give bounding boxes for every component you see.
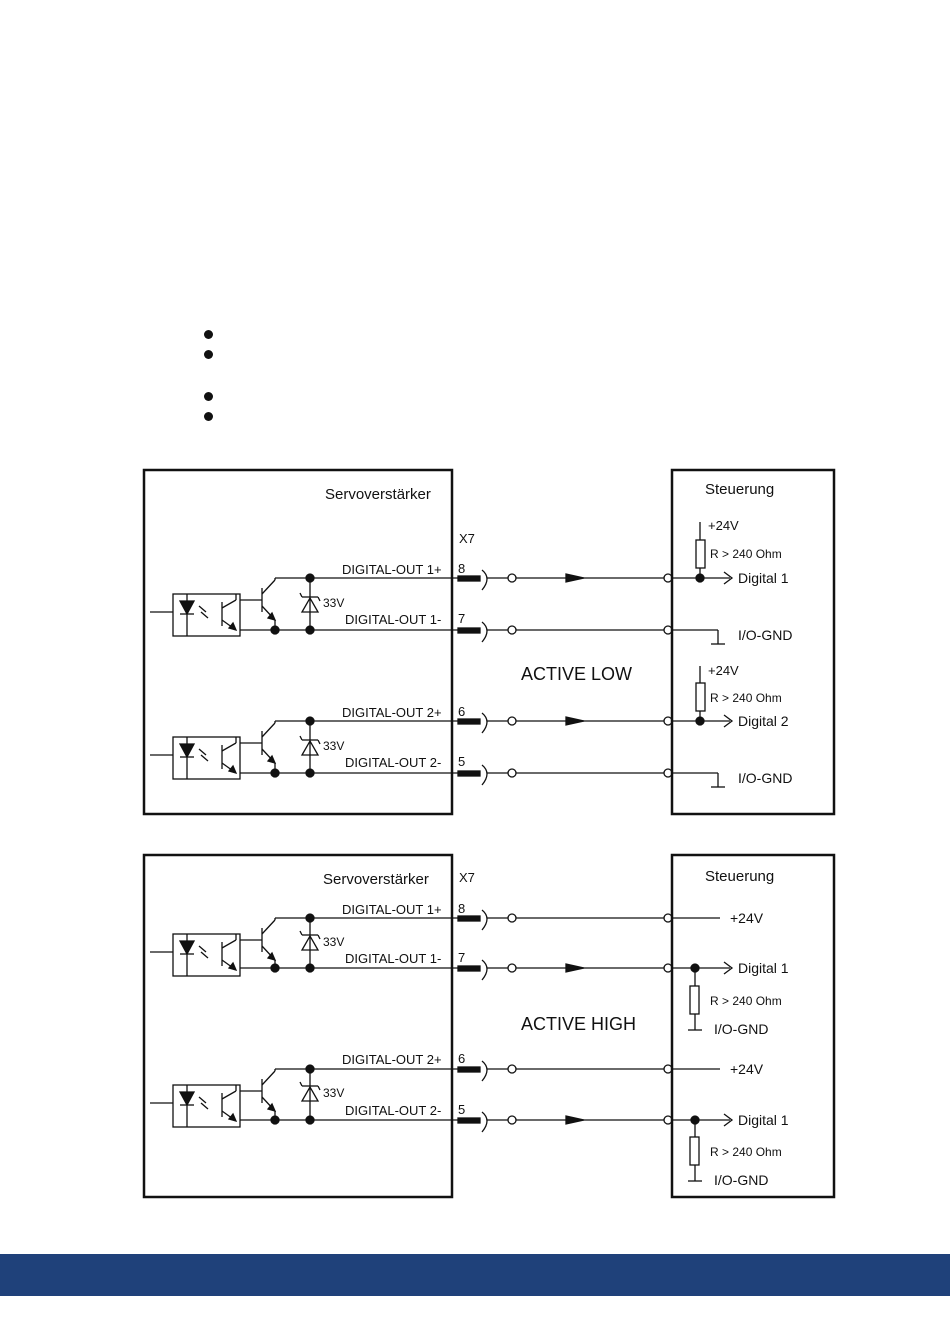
pin-contact [457, 1066, 481, 1073]
out-minus-label: DIGITAL-OUT 2- [345, 755, 441, 770]
bullet-marker [204, 392, 213, 401]
out-plus-label: DIGITAL-OUT 2+ [342, 1052, 442, 1067]
pulldown-resistor [689, 1136, 700, 1166]
supply-label: +24V [708, 518, 739, 533]
pin-contact [457, 770, 481, 777]
pin-contact [457, 627, 481, 634]
out-plus-label: DIGITAL-OUT 2+ [342, 705, 442, 720]
zener-label: 33V [323, 739, 344, 753]
zener-label: 33V [323, 596, 344, 610]
connector-label: X7 [459, 870, 475, 885]
pin-contact [457, 915, 481, 922]
led-diode-icon [178, 600, 196, 616]
ctrl-title: Steuerung [705, 481, 774, 498]
zener-diode-icon [300, 934, 320, 951]
supply-label: +24V [730, 1061, 764, 1077]
pin-contact [457, 718, 481, 725]
optocoupler [172, 593, 241, 637]
out-plus-label: DIGITAL-OUT 1+ [342, 902, 442, 917]
diagram-active-low: Servoverstärker Steuerung X7 ACTIVE LOW [142, 468, 836, 816]
resistor-label: R > 240 Ohm [710, 1145, 782, 1159]
pullup-resistor [695, 539, 706, 569]
ctrl-title: Steuerung [705, 868, 774, 885]
out-minus-label: DIGITAL-OUT 2- [345, 1103, 441, 1118]
pin-number: 7 [458, 950, 465, 965]
input-label: Digital 1 [738, 960, 789, 976]
pin-contact [457, 965, 481, 972]
mode-label: ACTIVE HIGH [521, 1014, 636, 1034]
connector-label: X7 [459, 531, 475, 546]
led-diode-icon [178, 940, 196, 956]
out-minus-label: DIGITAL-OUT 1- [345, 951, 441, 966]
output-channel-2: 33V DIGITAL-OUT 2+ 6 DIGITAL-OUT 2- 5 +2… [150, 1051, 789, 1188]
servo-amplifier-box [142, 853, 454, 1199]
controller-box [670, 468, 836, 816]
pin-contact [457, 575, 481, 582]
resistor-label: R > 240 Ohm [710, 691, 782, 705]
led-diode-icon [178, 743, 196, 759]
pulldown-resistor [689, 985, 700, 1015]
amp-title: Servoverstärker [323, 871, 429, 888]
pin-number: 8 [458, 561, 465, 576]
pin-number: 7 [458, 611, 465, 626]
zener-diode-icon [300, 1085, 320, 1102]
pin-number: 6 [458, 704, 465, 719]
zener-diode-icon [300, 739, 320, 756]
output-channel-1: 33V DIGITAL-OUT 1+ 8 DIGITAL-OUT 1- 7 +2… [150, 901, 789, 1037]
pin-number: 5 [458, 754, 465, 769]
mode-label: ACTIVE LOW [521, 664, 632, 684]
input-label: Digital 1 [738, 570, 789, 586]
input-label: Digital 2 [738, 713, 789, 729]
bullet-marker [204, 350, 213, 359]
output-channel-1: 33V DIGITAL-OUT 1+ 8 DIGITAL-OUT 1- 7 +2… [150, 518, 792, 645]
pin-number: 6 [458, 1051, 465, 1066]
input-label: Digital 1 [738, 1112, 789, 1128]
resistor-label: R > 240 Ohm [710, 547, 782, 561]
supply-label: +24V [708, 663, 739, 678]
led-diode-icon [178, 1091, 196, 1107]
pullup-resistor [695, 682, 706, 712]
optocoupler [172, 736, 241, 780]
optocoupler [172, 933, 241, 977]
gnd-label: I/O-GND [738, 627, 792, 643]
bullet-marker [204, 330, 213, 339]
pin-number: 8 [458, 901, 465, 916]
out-minus-label: DIGITAL-OUT 1- [345, 612, 441, 627]
amp-title: Servoverstärker [325, 486, 431, 503]
zener-diode-icon [300, 596, 320, 613]
servo-amplifier-box [142, 468, 454, 816]
gnd-label: I/O-GND [714, 1172, 768, 1188]
gnd-label: I/O-GND [714, 1021, 768, 1037]
zener-label: 33V [323, 1086, 344, 1100]
footer-bar [0, 1254, 950, 1296]
controller-box [670, 853, 836, 1199]
pin-contact [457, 1117, 481, 1124]
zener-label: 33V [323, 935, 344, 949]
pin-number: 5 [458, 1102, 465, 1117]
resistor-label: R > 240 Ohm [710, 994, 782, 1008]
gnd-label: I/O-GND [738, 770, 792, 786]
bullet-marker [204, 412, 213, 421]
diagram-active-high: Servoverstärker Steuerung X7 ACTIVE HIGH [142, 853, 836, 1199]
optocoupler [172, 1084, 241, 1128]
supply-label: +24V [730, 910, 764, 926]
out-plus-label: DIGITAL-OUT 1+ [342, 562, 442, 577]
output-channel-2: 33V DIGITAL-OUT 2+ 6 DIGITAL-OUT 2- 5 +2… [150, 663, 792, 788]
